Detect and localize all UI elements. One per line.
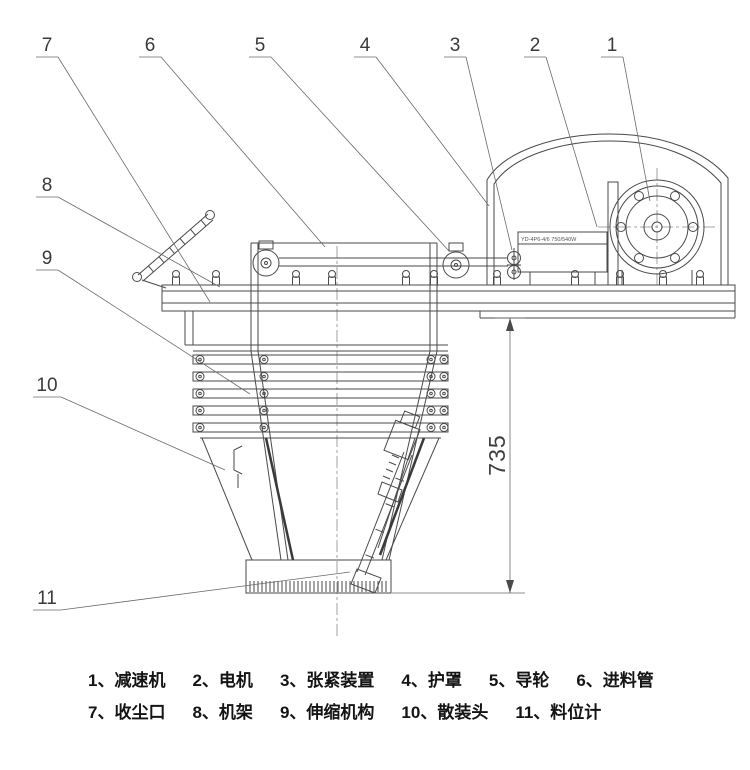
legend-item: 11、料位计 xyxy=(515,703,602,722)
callouts: 7 6 5 4 3 2 1 xyxy=(33,35,651,611)
skirt-hatch xyxy=(248,581,389,592)
callout-11-label: 11 xyxy=(37,588,57,609)
dimension-arrow-bottom xyxy=(506,580,514,593)
legend-row-1: 1、减速机 2、电机 3、张紧装置 4、护罩 5、导轮 6、进料管 xyxy=(88,672,750,689)
callout-9: 9 xyxy=(36,248,251,395)
level-indicator-probe xyxy=(350,410,421,594)
callout-5: 5 xyxy=(249,35,450,252)
callout-10: 10 xyxy=(33,375,226,471)
callout-3: 3 xyxy=(444,35,513,251)
callout-6-label: 6 xyxy=(145,35,156,56)
legend-item: 3、张紧装置 xyxy=(279,671,375,690)
legend-item: 6、进料管 xyxy=(576,671,654,690)
dust-collection-port xyxy=(141,279,194,345)
telescopic-mechanism xyxy=(185,344,449,561)
callout-10-label: 10 xyxy=(36,375,57,396)
legend-item: 4、护罩 xyxy=(401,671,462,690)
callout-9-label: 9 xyxy=(42,248,53,269)
parts-legend: 1、减速机 2、电机 3、张紧装置 4、护罩 5、导轮 6、进料管 7、收尘口 … xyxy=(0,672,750,736)
legend-row-2: 7、收尘口 8、机架 9、伸缩机构 10、散装头 11、料位计 xyxy=(88,704,750,721)
legend-item: 8、机架 xyxy=(192,703,253,722)
bulk-loading-head xyxy=(193,431,448,594)
callout-8-label: 8 xyxy=(42,175,53,196)
callout-4-label: 4 xyxy=(360,35,371,56)
callout-5-label: 5 xyxy=(255,35,266,56)
callout-1-label: 1 xyxy=(607,35,618,56)
callout-11: 11 xyxy=(33,571,351,611)
callout-6: 6 xyxy=(139,35,326,248)
callout-1: 1 xyxy=(601,35,651,202)
guide-pulleys xyxy=(252,240,508,279)
callout-8: 8 xyxy=(36,175,221,288)
dimension-arrow-top xyxy=(506,318,514,331)
tensioning-device xyxy=(507,248,521,280)
callout-3-label: 3 xyxy=(450,35,461,56)
legend-item: 7、收尘口 xyxy=(88,703,166,722)
dimension-735: 735 xyxy=(392,317,525,594)
legend-item: 5、导轮 xyxy=(488,671,550,690)
callout-2-label: 2 xyxy=(530,35,541,56)
machine-frame-beam xyxy=(161,270,736,319)
callout-7-label: 7 xyxy=(42,35,53,56)
reducer-motor-assembly: YD-4P6-4/6 750/540W xyxy=(517,179,705,286)
callout-7: 7 xyxy=(36,35,211,303)
callout-4: 4 xyxy=(354,35,490,207)
protective-cover xyxy=(486,133,729,285)
legend-item: 9、伸缩机构 xyxy=(279,703,375,722)
motor-plate-label: YD-4P6-4/6 750/540W xyxy=(521,237,577,243)
feed-pipe xyxy=(250,242,438,351)
callout-2: 2 xyxy=(524,35,598,228)
legend-item: 1、减速机 xyxy=(88,671,166,690)
motor-name-plate xyxy=(517,231,608,273)
inclined-support-arm xyxy=(132,210,215,282)
dimension-text: 735 xyxy=(484,434,510,475)
legend-item: 10、散装头 xyxy=(401,703,489,722)
legend-item: 2、电机 xyxy=(192,671,253,690)
